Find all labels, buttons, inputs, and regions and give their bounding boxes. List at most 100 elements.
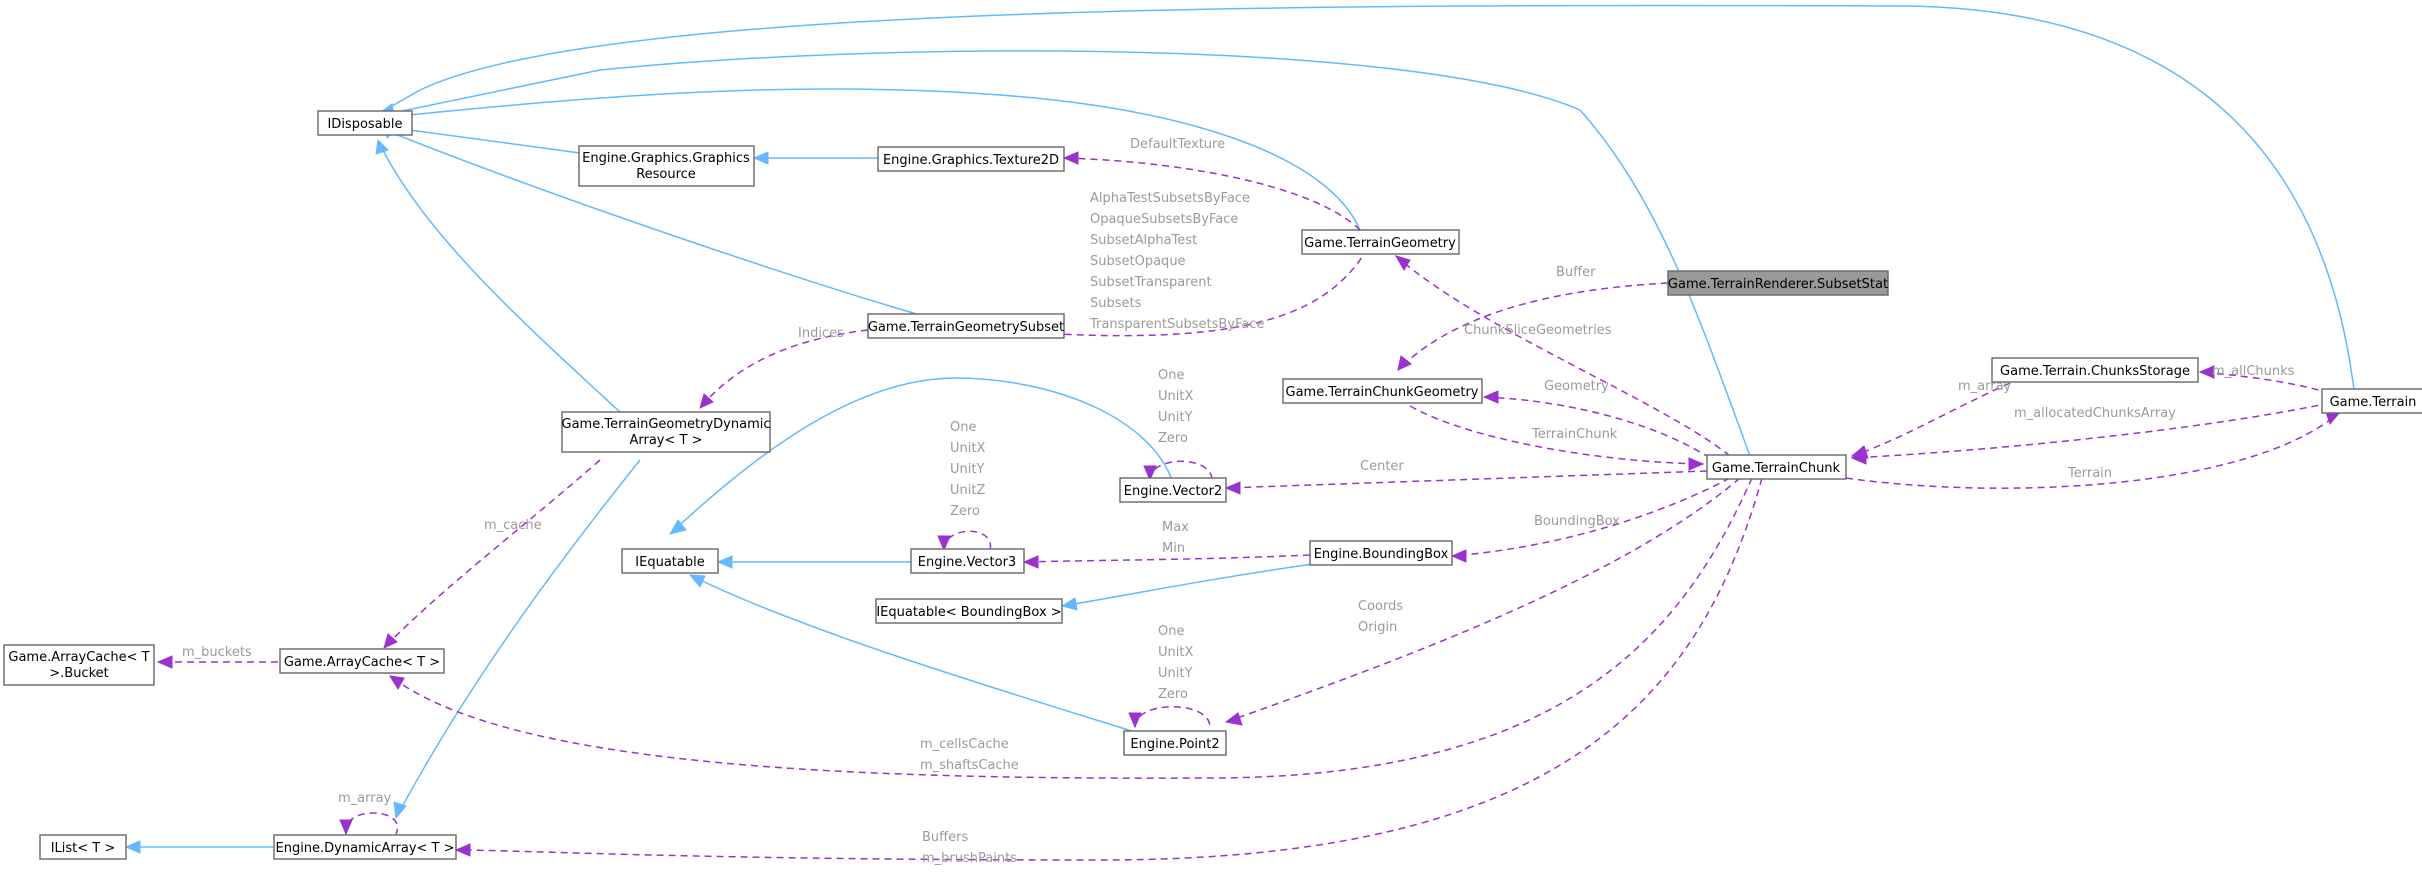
label-vector2-self-1: One [1158,368,1184,383]
node-label: Engine.Vector2 [1124,484,1222,499]
arrowhead [1022,555,1039,569]
label-buffer: Buffer [1556,265,1596,280]
edge-point2-self [1134,706,1211,728]
node-array-cache-bucket[interactable]: Game.ArrayCache< T >.Bucket [3,644,155,686]
label-m-cells-cache: m_cellsCache [920,737,1009,752]
edge-defaulttexture [1063,157,1361,231]
label-vector3-self-2: UnitX [950,441,985,456]
node-vector3[interactable]: Engine.Vector3 [910,548,1025,574]
edge-buffers-paints [455,477,1763,861]
edge-vector2-to-iequatable [669,377,1173,535]
edge-mallocated [1851,402,2331,459]
arrowhead [1224,712,1243,726]
arrowhead [124,840,141,854]
node-bounding-box[interactable]: Engine.BoundingBox [1309,540,1453,566]
label-point2-self-2: UnitX [1158,645,1193,660]
edge-mcache [383,459,601,649]
arrowhead [375,138,389,155]
label-chunk-slice-geometries: ChunkSliceGeometries [1464,323,1612,338]
arrowhead [383,633,398,649]
node-label: IList< T > [51,841,116,856]
label-subset-6: Subsets [1090,296,1142,311]
label-subset-2: OpaqueSubsetsByFace [1090,212,1238,227]
node-chunks-storage[interactable]: Game.Terrain.ChunksStorage [1991,357,2199,383]
arrowhead [1397,355,1412,371]
label-vector2-self-2: UnitX [1158,389,1193,404]
edge-geometrysubset-to-idisposable [379,127,921,316]
edge-marray-self [345,812,399,835]
node-subset-stat[interactable]: Game.TerrainRenderer.SubsetStat [1667,270,1889,296]
arrowhead [1062,151,1079,165]
node-array-cache[interactable]: Game.ArrayCache< T > [279,648,445,674]
node-iequatable-bounding-box[interactable]: IEquatable< BoundingBox > [875,598,1063,624]
edge-terrain-to-idisposable [377,4,2355,391]
edge-geometry [1483,396,1711,459]
label-m-shafts-cache: m_shaftsCache [920,758,1019,773]
node-label-line1: Engine.Graphics.Graphics [582,151,750,166]
edge-dynamicarraygeom-to-dynamicarray [395,459,641,819]
node-vector2[interactable]: Engine.Vector2 [1119,477,1227,503]
node-label: IEquatable [635,555,704,570]
label-max: Max [1162,520,1189,535]
node-graphics-resource[interactable]: Engine.Graphics.Graphics Resource [578,145,755,187]
node-label: Game.TerrainRenderer.SubsetStat [1668,277,1888,292]
arrowhead [752,151,769,165]
arrowhead [339,819,353,836]
node-iequatable[interactable]: IEquatable [621,548,719,574]
node-terrain[interactable]: Game.Terrain [2321,388,2422,414]
node-terrain-chunk-geometry[interactable]: Game.TerrainChunkGeometry [1282,378,1483,404]
label-point2-self-1: One [1158,624,1184,639]
arrowhead [1688,457,1705,471]
node-label-line2: Resource [636,167,696,182]
label-vector2-self-4: Zero [1158,431,1188,446]
node-terrain-geometry-dynamic-array[interactable]: Game.TerrainGeometryDynamic Array< T > [561,411,771,453]
node-terrain-chunk[interactable]: Game.TerrainChunk [1706,454,1847,480]
node-terrain-geometry[interactable]: Game.TerrainGeometry [1301,229,1460,255]
arrowhead [1850,451,1867,465]
edge-mallchunks [2199,371,2331,394]
node-texture2d[interactable]: Engine.Graphics.Texture2D [877,146,1065,172]
node-label-line1: Game.TerrainGeometryDynamic [562,417,771,432]
node-point2[interactable]: Engine.Point2 [1123,730,1227,756]
arrowhead [156,655,173,669]
arrowhead [1143,465,1157,482]
node-label: Engine.Point2 [1130,737,1219,752]
arrowhead [454,843,471,857]
arrowhead [1450,549,1467,563]
label-min: Min [1162,541,1185,556]
label-subset-7: TransparentSubsetsByFace [1089,317,1264,332]
edge-center [1225,470,1708,489]
arrowhead [2198,365,2215,379]
label-m-all-chunks: m_allChunks [2212,364,2295,379]
node-label: Engine.Graphics.Texture2D [883,153,1059,168]
arrowhead [716,555,733,569]
node-label: Game.TerrainChunk [1712,461,1841,476]
node-terrain-geometry-subset[interactable]: Game.TerrainGeometrySubset [867,313,1065,339]
label-m-cache: m_cache [484,518,542,533]
edge-vector2-self [1149,460,1213,481]
edge-boundingbox [1451,477,1731,557]
node-label: Game.Terrain [2330,395,2417,410]
edge-chunkslicegeometries [1395,255,1731,457]
label-vector3-self-1: One [950,420,976,435]
edge-maxmin [1023,554,1311,563]
node-label: Game.Terrain.ChunksStorage [2000,364,2190,379]
label-point2-self-4: Zero [1158,687,1188,702]
node-label-line2: >.Bucket [49,666,109,681]
node-label: Game.TerrainChunkGeometry [1286,385,1479,400]
node-ilist[interactable]: IList< T > [39,834,127,860]
arrowhead [688,574,706,588]
label-buffers: Buffers [922,830,968,845]
label-subset-4: SubsetOpaque [1090,254,1186,269]
label-bounding-box: BoundingBox [1534,514,1620,529]
label-vector3-self-5: Zero [950,504,980,519]
label-terrain-chunk: TerrainChunk [1531,427,1618,442]
node-idisposable[interactable]: IDisposable [317,110,413,136]
label-vector3-self-3: UnitY [950,462,984,477]
arrowhead [937,535,951,552]
edge-subsets [1023,247,1369,337]
label-subset-1: AlphaTestSubsetsByFace [1090,191,1250,206]
label-coords: Coords [1358,599,1403,614]
edge-vector3-self [943,530,992,551]
node-dynamic-array[interactable]: Engine.DynamicArray< T > [273,834,457,860]
